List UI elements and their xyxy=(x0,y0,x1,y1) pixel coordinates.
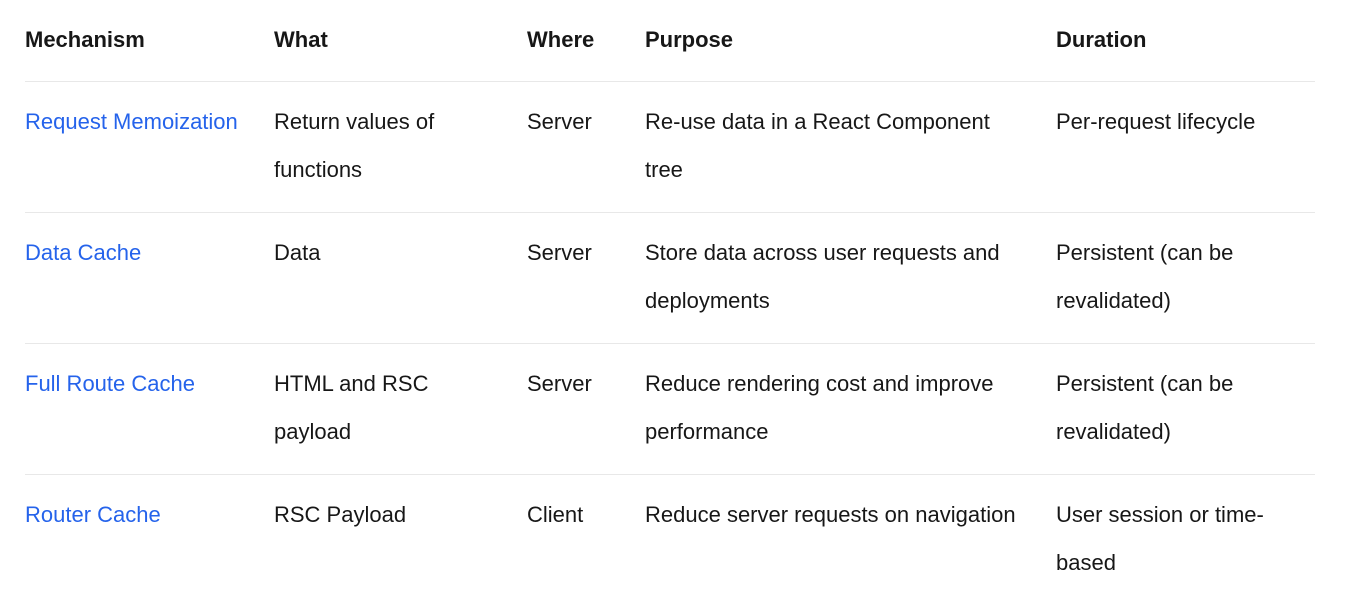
header-row: Mechanism What Where Purpose Duration xyxy=(25,16,1315,82)
table-row: Full Route Cache HTML and RSC payload Se… xyxy=(25,343,1315,475)
what-cell: Return values of functions xyxy=(274,81,527,213)
mechanism-link[interactable]: Full Route Cache xyxy=(25,371,195,396)
duration-cell: Persistent (can be revalidated) xyxy=(1056,212,1315,344)
column-header-purpose: Purpose xyxy=(645,16,1056,82)
column-header-mechanism: Mechanism xyxy=(25,16,274,82)
purpose-cell: Reduce rendering cost and improve perfor… xyxy=(645,343,1056,475)
what-cell: Data xyxy=(274,212,527,344)
caching-mechanisms-table: Mechanism What Where Purpose Duration Re… xyxy=(25,16,1315,605)
table-row: Router Cache RSC Payload Client Reduce s… xyxy=(25,475,1315,606)
mechanism-cell: Data Cache xyxy=(25,212,274,344)
column-header-where: Where xyxy=(527,16,645,82)
table-body: Request Memoization Return values of fun… xyxy=(25,81,1315,606)
column-header-duration: Duration xyxy=(1056,16,1315,82)
purpose-cell: Reduce server requests on navigation xyxy=(645,502,1016,527)
purpose-cell: Re-use data in a React Component tree xyxy=(645,81,1056,213)
duration-cell: Persistent (can be revalidated) xyxy=(1056,343,1315,475)
purpose-cell: Store data across user requests and depl… xyxy=(645,212,1056,344)
mechanism-cell: Request Memoization xyxy=(25,81,274,213)
duration-cell: Per-request lifecycle xyxy=(1056,81,1315,213)
where-cell: Client xyxy=(527,502,584,527)
mechanism-link[interactable]: Request Memoization xyxy=(25,109,238,134)
where-cell: Server xyxy=(527,81,645,213)
mechanism-link[interactable]: Router Cache xyxy=(25,502,161,527)
caching-table-container: Mechanism What Where Purpose Duration Re… xyxy=(25,16,1315,605)
table-row: Request Memoization Return values of fun… xyxy=(25,81,1315,213)
mechanism-cell: Router Cache xyxy=(25,475,274,606)
mechanism-cell: Full Route Cache xyxy=(25,343,274,475)
what-cell: RSC Payload xyxy=(274,502,407,527)
table-row: Data Cache Data Server Store data across… xyxy=(25,212,1315,344)
where-cell: Server xyxy=(527,343,645,475)
column-header-what: What xyxy=(274,16,527,82)
what-cell: HTML and RSC payload xyxy=(274,343,527,475)
mechanism-link[interactable]: Data Cache xyxy=(25,240,142,265)
table-header: Mechanism What Where Purpose Duration xyxy=(25,16,1315,82)
duration-cell: User session or time-based xyxy=(1056,502,1264,575)
where-cell: Server xyxy=(527,212,645,344)
